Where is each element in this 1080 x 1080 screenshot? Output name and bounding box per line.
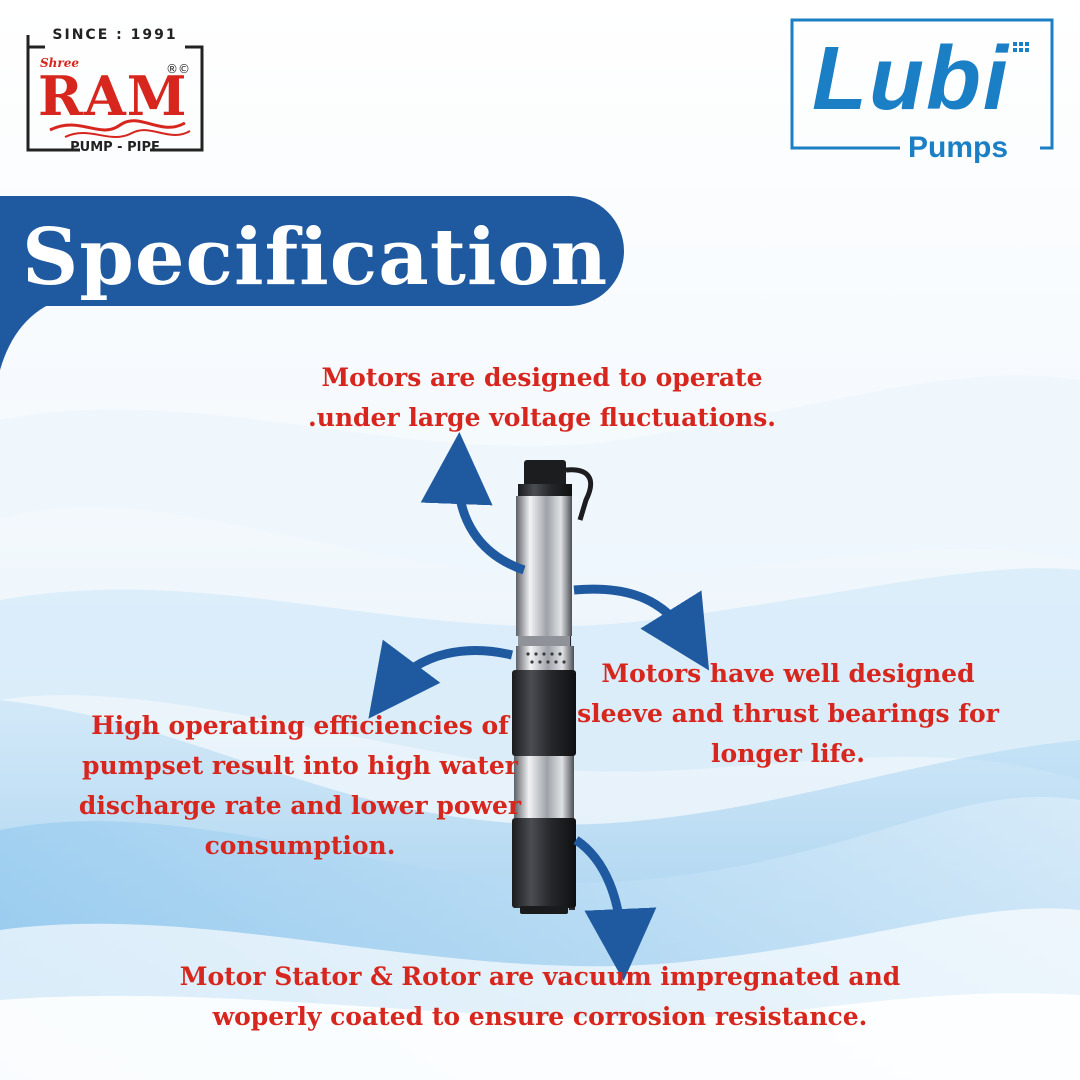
feature-voltage-line-2: .under large voltage fluctuations. bbox=[308, 403, 776, 432]
feature-corrosion-line-1: Motor Stator & Rotor are vacuum impregna… bbox=[179, 962, 901, 991]
lubi-brand-name: Lubi bbox=[812, 29, 1010, 129]
ram-shree-label: Shree bbox=[40, 56, 79, 70]
feature-efficiency: High operating efficiencies of pumpset r… bbox=[70, 706, 530, 866]
feature-corrosion-line-2: woperly coated to ensure corrosion resis… bbox=[212, 1002, 868, 1031]
feature-efficiency-line-4: consumption. bbox=[204, 831, 396, 860]
feature-efficiency-line-2: pumpset result into high water bbox=[82, 751, 518, 780]
feature-bearings-line-3: longer life. bbox=[711, 739, 865, 768]
specification-banner bbox=[0, 196, 624, 306]
feature-corrosion: Motor Stator & Rotor are vacuum impregna… bbox=[150, 957, 930, 1037]
feature-voltage-line-1: Motors are designed to operate bbox=[321, 363, 763, 392]
feature-efficiency-line-1: High operating efficiencies of bbox=[91, 711, 509, 740]
feature-efficiency-line-3: discharge rate and lower power bbox=[78, 791, 522, 820]
ram-tagline: PUMP - PIPE bbox=[70, 140, 160, 155]
ram-registered-mark: ®© bbox=[166, 62, 190, 76]
feature-voltage: Motors are designed to operate .under la… bbox=[300, 358, 784, 438]
ram-brand-name: RAM bbox=[38, 64, 188, 128]
feature-bearings: Motors have well designed sleeve and thr… bbox=[568, 654, 1008, 774]
page-title: Specification bbox=[22, 212, 609, 303]
feature-bearings-line-2: sleeve and thrust bearings for bbox=[577, 699, 999, 728]
feature-bearings-line-1: Motors have well designed bbox=[601, 659, 975, 688]
ram-logo bbox=[26, 35, 204, 152]
ram-since-label: SINCE : 1991 bbox=[52, 27, 178, 43]
lubi-pumps-label: Pumps bbox=[908, 131, 1009, 164]
